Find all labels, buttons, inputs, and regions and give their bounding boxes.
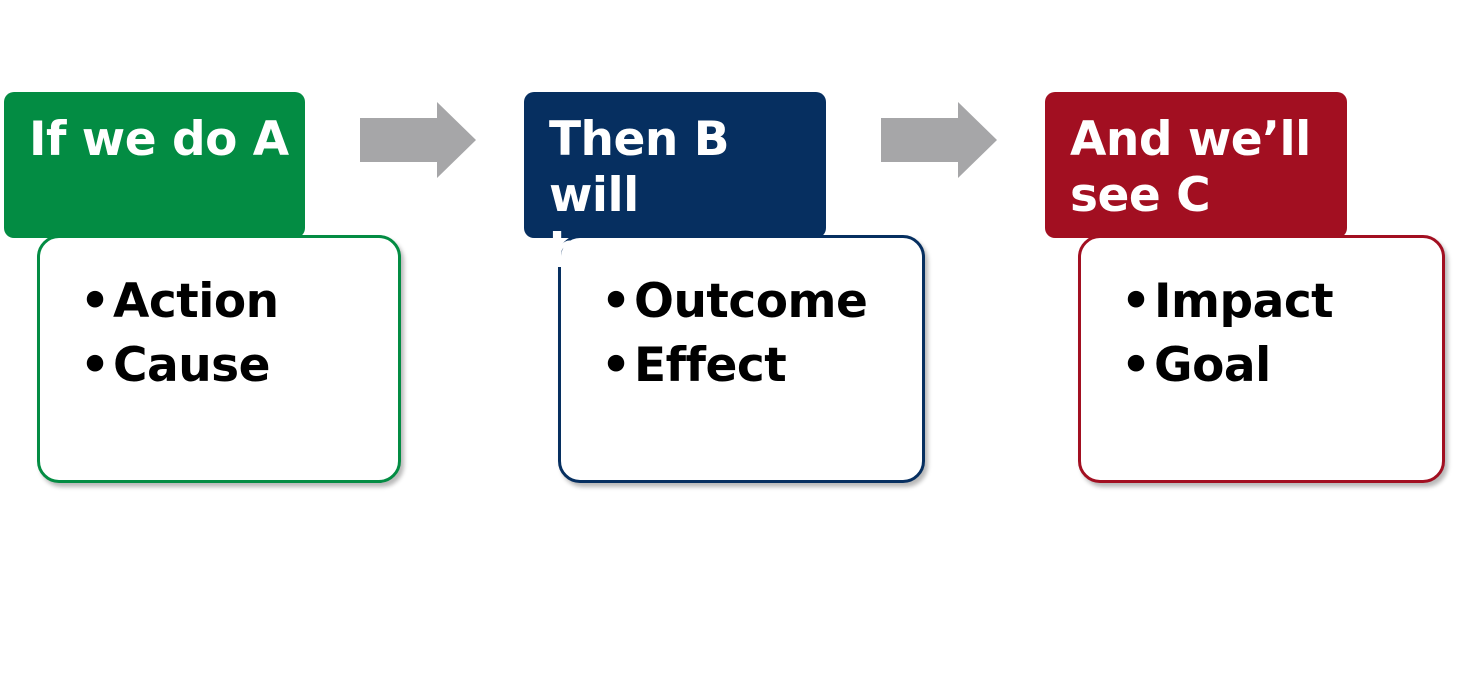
bullet-dot: • [80,274,110,329]
bullet-item: •Goal [1121,334,1442,398]
step-and: •Impact •Goal And we’ll see C [1045,92,1445,488]
step-if-bullet-list: •Action •Cause [80,270,398,398]
bullet-item: •Outcome [601,270,922,334]
bullet-text: Effect [634,338,787,393]
step-then: •Outcome •Effect Then B will happen [524,92,925,488]
header-line: And we’ll [1070,112,1311,167]
bullet-dot: • [80,338,110,393]
bullet-text: Impact [1154,274,1334,329]
step-and-detail-box: •Impact •Goal [1078,235,1445,483]
arrow-shape [881,102,997,178]
header-line: Then B will [549,112,730,223]
header-line: If we do A [29,112,289,167]
bullet-text: Outcome [634,274,868,329]
bullet-item: •Action [80,270,398,334]
bullet-text: Goal [1154,338,1271,393]
step-and-bullet-list: •Impact •Goal [1121,270,1442,398]
header-line: happen [549,224,744,279]
right-arrow-icon [360,102,476,178]
bullet-dot: • [1121,274,1151,329]
step-then-header: Then B will happen [524,92,826,279]
step-if-header: If we do A [4,92,305,238]
bullet-item: •Cause [80,334,398,398]
bullet-dot: • [601,274,631,329]
bullet-item: •Effect [601,334,922,398]
step-then-bullet-list: •Outcome •Effect [601,270,922,398]
bullet-dot: • [1121,338,1151,393]
bullet-text: Action [113,274,279,329]
bullet-dot: • [601,338,631,393]
header-line: see C [1070,168,1211,223]
step-if-detail-box: •Action •Cause [37,235,401,483]
step-if: •Action •Cause If we do A [4,92,404,488]
arrow-shape [360,102,476,178]
bullet-item: •Impact [1121,270,1442,334]
step-then-detail-box: •Outcome •Effect [558,235,925,483]
step-and-header: And we’ll see C [1045,92,1347,238]
right-arrow-icon [881,102,997,178]
bullet-text: Cause [113,338,271,393]
